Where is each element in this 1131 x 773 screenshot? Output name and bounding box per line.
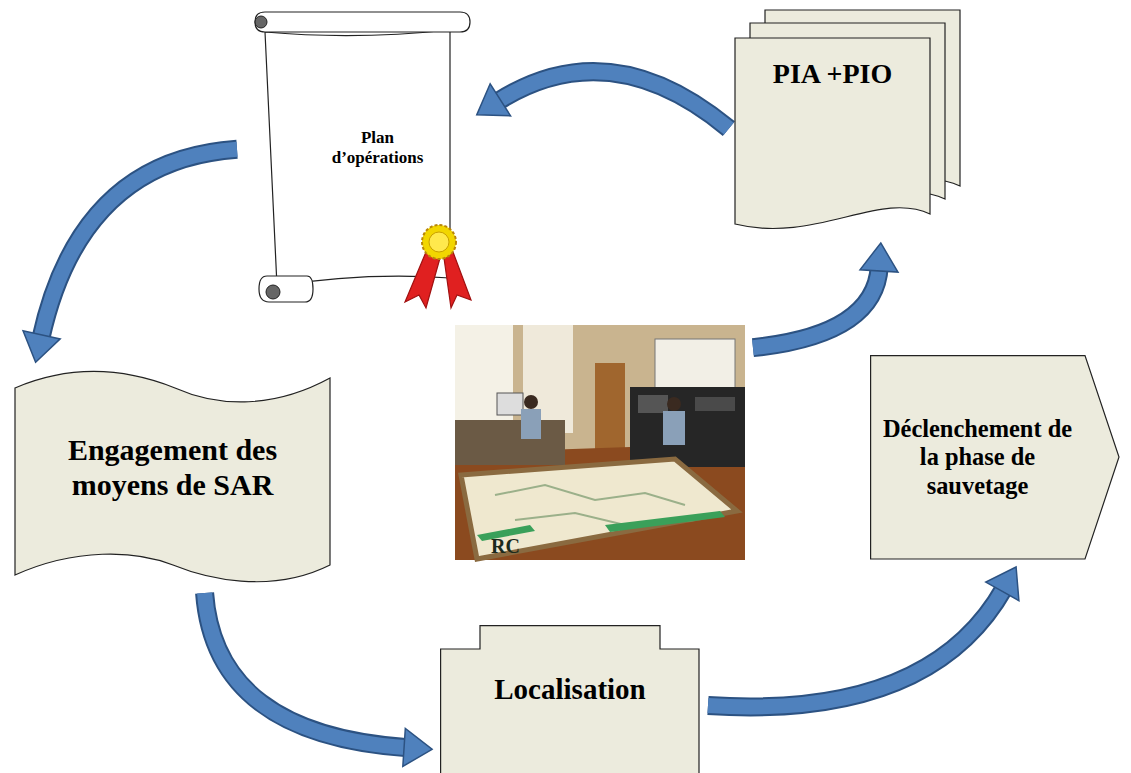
cross-shape: Localisation — [440, 625, 700, 773]
arrow-outline — [497, 72, 729, 129]
curved-arrow — [753, 243, 898, 348]
node-text: Déclenchement de la phase de sauvetage — [873, 415, 1083, 499]
arrow-head — [403, 728, 432, 766]
photo-detail — [455, 420, 565, 465]
node-text: Engagement des moyens de SAR — [68, 433, 278, 502]
outline-part — [441, 626, 699, 773]
scroll-curl — [255, 16, 267, 28]
curved-arrow — [477, 72, 729, 129]
outline-part — [15, 372, 330, 582]
arrow-outline — [753, 267, 879, 348]
arrow-head — [477, 84, 511, 116]
arrow-shaft — [753, 267, 879, 348]
outline-part — [405, 252, 440, 308]
arrow-outline — [708, 588, 1004, 707]
arrow-head — [860, 243, 898, 272]
arrow-shaft — [205, 593, 408, 748]
photo-detail — [655, 339, 735, 389]
arrow-shaft — [41, 149, 237, 339]
photo-detail — [605, 511, 725, 532]
outline-part — [444, 252, 471, 308]
curved-arrow — [205, 593, 432, 766]
seal — [429, 232, 449, 252]
photo-outline — [455, 325, 745, 560]
photo-detail — [595, 363, 625, 458]
outline-part — [871, 356, 1119, 559]
node-text: Localisation — [494, 673, 645, 706]
node-text: RC — [491, 535, 520, 558]
outline-part — [259, 276, 313, 302]
node-text: PIA +PIO — [773, 58, 892, 90]
photo-detail — [455, 325, 745, 560]
node-text: Plan d’opérations — [318, 128, 438, 167]
seal — [422, 225, 456, 259]
photo-detail — [524, 395, 538, 409]
arrow-outline — [205, 593, 408, 748]
arrow-head — [23, 331, 60, 362]
photo-detail — [497, 393, 523, 415]
photo-detail — [663, 411, 685, 445]
arrow-shaft — [708, 588, 1004, 707]
outline-part — [255, 12, 470, 32]
scroll-document: Plan d’opérations — [245, 10, 470, 305]
curved-arrow — [708, 567, 1019, 707]
photo-detail — [638, 395, 668, 413]
pentagon-arrow: Déclenchement de la phase de sauvetage — [870, 355, 1120, 560]
arrow-shaft — [497, 72, 729, 129]
tape-banner: Engagement des moyens de SAR — [15, 370, 330, 585]
document-stack: PIA +PIO — [735, 10, 960, 235]
photo-detail — [667, 397, 681, 411]
arrow-outline — [41, 149, 237, 339]
scroll-curl — [266, 285, 280, 299]
photo-detail — [495, 485, 685, 505]
photo-detail — [461, 459, 737, 559]
photo-detail — [630, 387, 745, 467]
control-room-photo: RC — [455, 325, 745, 560]
outline-part — [735, 38, 930, 229]
photo-detail — [521, 409, 541, 439]
docs-outline — [735, 10, 960, 235]
photo-detail — [695, 397, 735, 411]
arrow-head — [986, 567, 1019, 601]
curved-arrow — [23, 149, 237, 362]
